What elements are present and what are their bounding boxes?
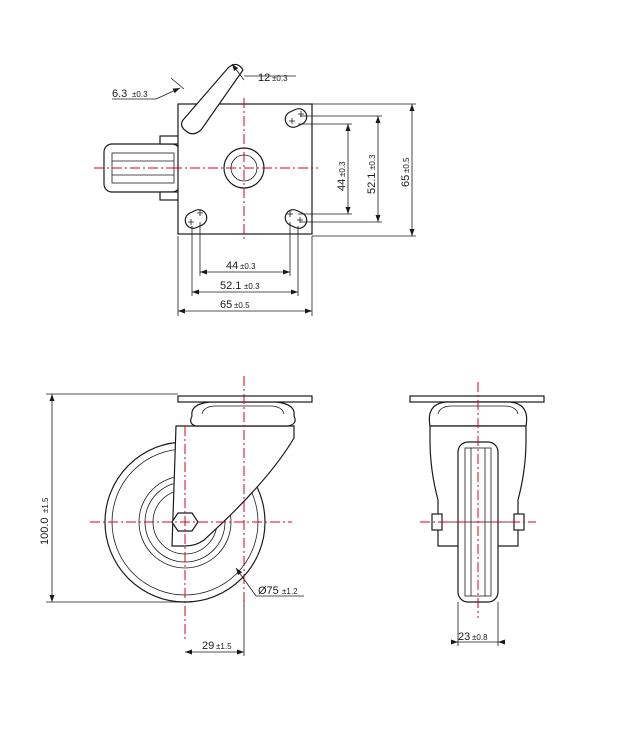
dim-65-v-value: 65 xyxy=(400,175,412,187)
side-view: 100.0 ±1.5 Ø75 ±1.2 29 ±1.5 xyxy=(39,376,313,656)
front-view: 23 ±0.8 xyxy=(409,382,545,646)
dim-12-tolerance: ±0.3 xyxy=(272,74,288,83)
side-swivel-head xyxy=(177,395,313,427)
dim-65-v-tolerance: ±0.5 xyxy=(402,157,411,173)
mounting-plate xyxy=(172,63,318,240)
dim-65-h-value: 65 xyxy=(220,299,232,311)
dim-height-value: 100.0 xyxy=(39,517,51,545)
dim-diameter-tolerance: ±1.2 xyxy=(282,587,298,596)
dim-width-value: 23 xyxy=(458,631,470,643)
dim-height-tolerance: ±1.5 xyxy=(41,497,50,513)
dim-6-3-tolerance: ±0.3 xyxy=(132,90,148,99)
dim-52-1-h-tolerance: ±0.3 xyxy=(244,282,260,291)
dim-44-v-tolerance: ±0.3 xyxy=(338,161,347,177)
dim-52-1-v-value: 52.1 xyxy=(366,173,378,194)
side-fork xyxy=(171,425,295,547)
dimension-width: 23 ±0.8 xyxy=(451,602,505,646)
dim-12-value: 12 xyxy=(258,72,270,84)
dim-44-h-tolerance: ±0.3 xyxy=(240,262,256,271)
dim-offset-value: 29 xyxy=(202,640,214,652)
dim-44-v-value: 44 xyxy=(336,179,348,191)
dimension-6-3: 6.3 ±0.3 xyxy=(112,77,185,100)
dim-diameter-value: Ø75 xyxy=(258,585,279,597)
dimension-height: 100.0 ±1.5 xyxy=(39,393,185,603)
dimension-44-vertical: 44 ±0.3 xyxy=(298,123,352,215)
top-view: 12 ±0.3 6.3 ±0.3 44 ±0.3 52.1 ±0.3 xyxy=(94,63,416,316)
dimension-52-1-horizontal: 52.1 ±0.3 xyxy=(191,226,299,296)
dim-6-3-value: 6.3 xyxy=(112,88,127,100)
dimension-12: 12 ±0.3 xyxy=(231,63,296,84)
dimension-65-vertical: 65 ±0.5 xyxy=(312,103,416,237)
dim-52-1-h-value: 52.1 xyxy=(220,280,241,292)
dimension-52-1-vertical: 52.1 ±0.3 xyxy=(300,115,382,223)
dimension-65-horizontal: 65 ±0.5 xyxy=(177,236,313,316)
bolt-slot-bottom-left xyxy=(184,209,208,229)
dim-52-1-v-tolerance: ±0.3 xyxy=(368,154,377,170)
dim-offset-tolerance: ±1.5 xyxy=(216,642,232,651)
dimension-diameter: Ø75 ±1.2 xyxy=(235,567,304,597)
bolt-slot-top-right xyxy=(284,108,308,128)
dimension-44-horizontal: 44 ±0.3 xyxy=(199,222,291,276)
dimension-offset: 29 ±1.5 xyxy=(185,600,245,656)
dim-width-tolerance: ±0.8 xyxy=(472,633,488,642)
dim-44-h-value: 44 xyxy=(226,260,238,272)
dim-65-h-tolerance: ±0.5 xyxy=(234,301,250,310)
